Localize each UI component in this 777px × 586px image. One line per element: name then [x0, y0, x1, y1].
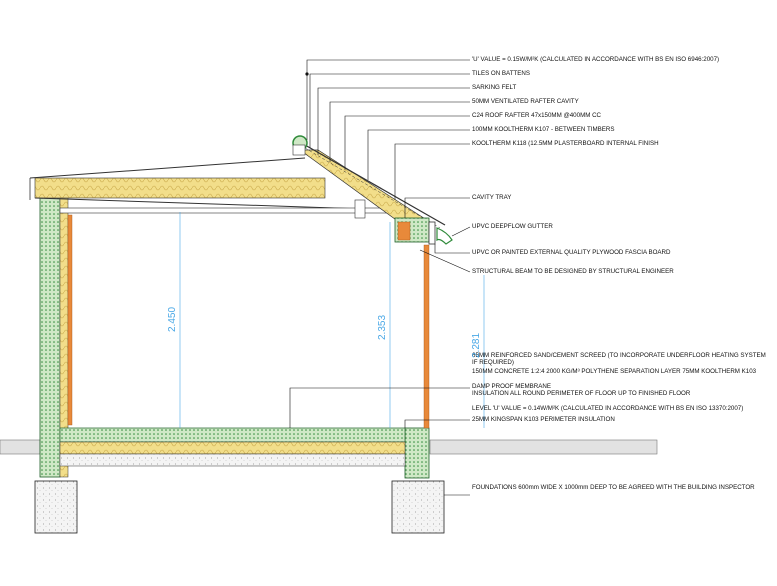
label-k118: KOOLTHERM K118 (12.5MM PLASTERBOARD INTE… — [472, 140, 659, 147]
dim-right-height: 2.281 — [471, 332, 483, 359]
dim-left-height: 2.450 — [167, 306, 179, 333]
floor-insulation — [59, 441, 406, 455]
right-post — [423, 244, 430, 429]
label-concrete: 150MM CONCRETE 1:2:4 2000 KG/M³ POLYTHEN… — [472, 368, 757, 375]
label-kingspan: 25MM KINGSPAN K103 PERIMETER INSULATION — [472, 416, 615, 423]
foundation-right — [391, 480, 445, 534]
label-fascia: UPVC OR PAINTED EXTERNAL QUALITY PLYWOOD… — [472, 249, 671, 256]
label-dpm: DAMP PROOF MEMBRANE — [472, 383, 551, 390]
left-wall-outer — [39, 194, 61, 478]
ground-line — [429, 439, 658, 455]
label-foundations: FOUNDATIONS 600mm WIDE X 1000mm DEEP TO … — [472, 484, 755, 491]
label-perimeter: INSULATION ALL ROUND PERIMETER OF FLOOR … — [472, 390, 691, 397]
label-gutter: UPVC DEEPFLOW GUTTER — [472, 223, 553, 230]
label-screed: 65MM REINFORCED SAND/CEMENT SCREED (TO I… — [472, 352, 766, 367]
label-u-value-roof: 'U' VALUE = 0.15W/M²K (CALCULATED IN ACC… — [472, 56, 720, 63]
label-rafter: C24 ROOF RAFTER 47x150MM @400MM CC — [472, 112, 602, 119]
floor-concrete — [59, 453, 406, 467]
label-cavity: 50MM VENTILATED RAFTER CAVITY — [472, 98, 579, 105]
label-cavity-tray: CAVITY TRAY — [472, 194, 512, 201]
label-tiles: TILES ON BATTENS — [472, 70, 530, 77]
ceiling-insulation — [34, 177, 326, 199]
dim-mid-height: 2.353 — [377, 314, 389, 341]
fascia — [428, 221, 436, 245]
right-wall-outer — [404, 427, 430, 479]
label-k107: 100MM KOOLTHERM K107 - BETWEEN TIMBERS — [472, 126, 615, 133]
ceiling-board — [59, 207, 391, 214]
foundation-left — [34, 480, 78, 534]
label-sarking: SARKING FELT — [472, 84, 517, 91]
ground-left — [0, 439, 41, 455]
leader-lines — [289, 59, 471, 496]
floor-screed — [59, 427, 406, 443]
left-wall-timber — [67, 214, 73, 426]
gutter — [436, 227, 453, 245]
label-u-value-floor: LEVEL 'U' VALUE = 0.14W/M²K (CALCULATED … — [472, 405, 744, 412]
label-beam: STRUCTURAL BEAM TO BE DESIGNED BY STRUCT… — [472, 268, 674, 275]
